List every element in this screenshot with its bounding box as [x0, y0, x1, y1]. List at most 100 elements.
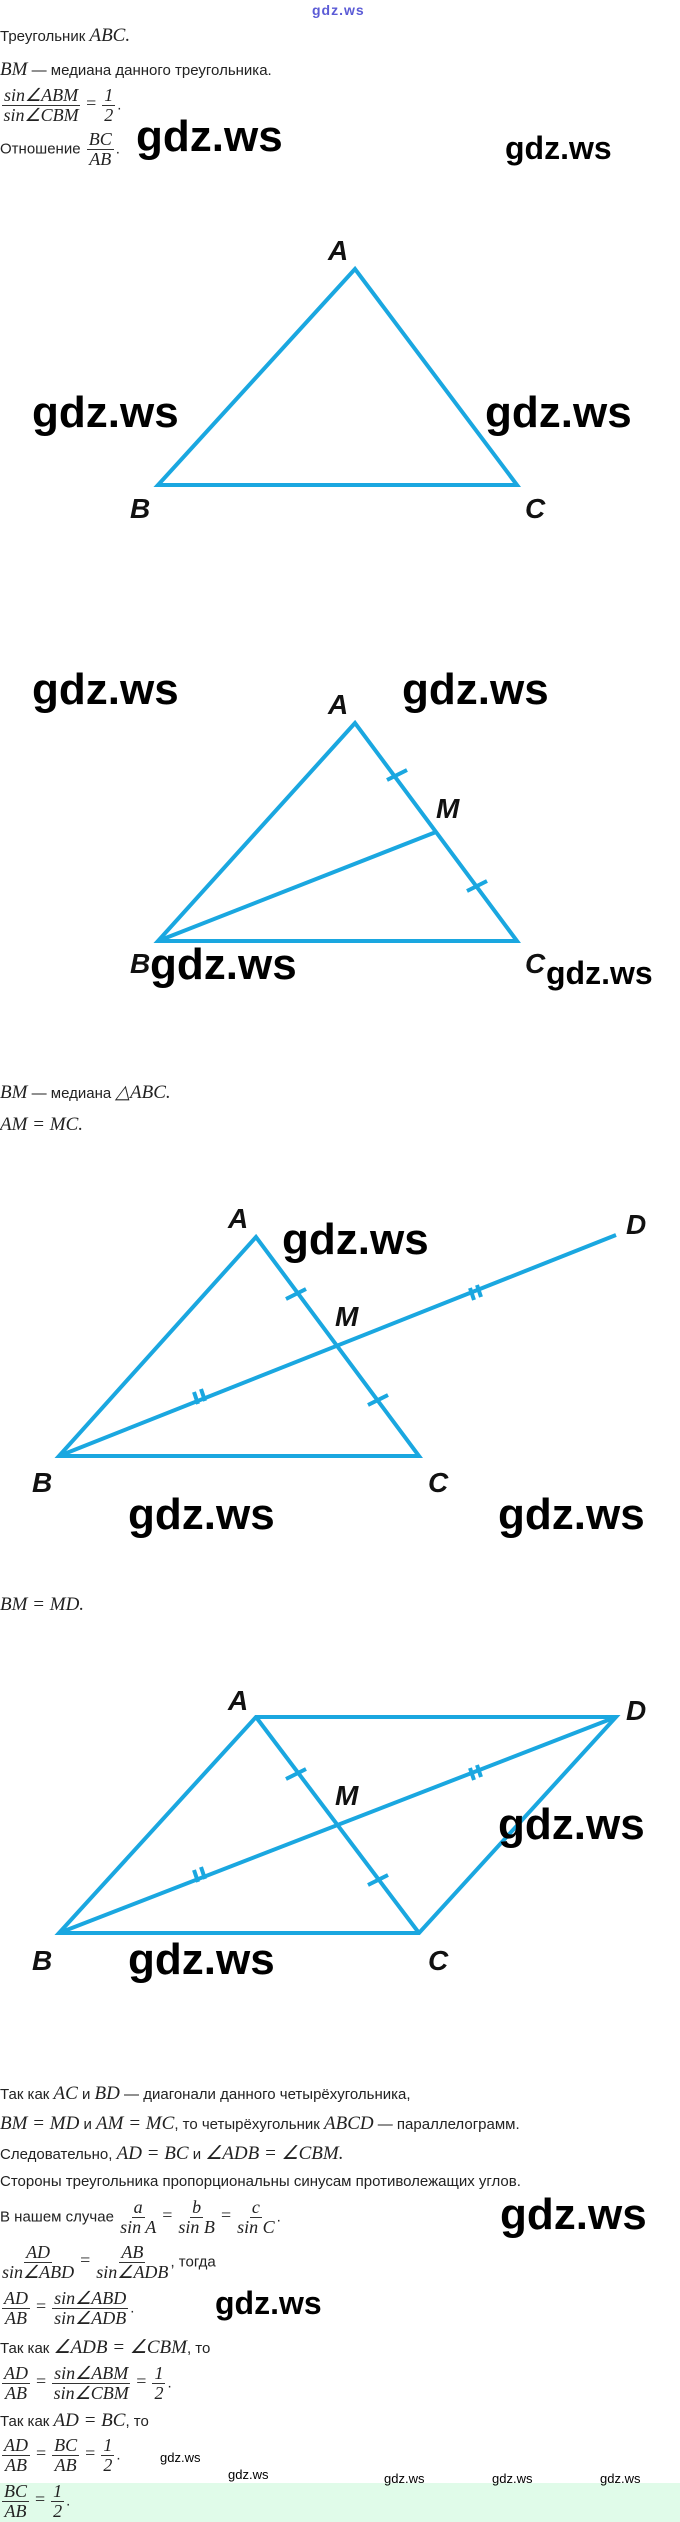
watermark: gdz.ws	[160, 2450, 201, 2465]
den: sin∠ADB	[54, 2308, 127, 2328]
math: BM = MD	[0, 2113, 80, 2134]
den: sin∠ADB	[96, 2262, 169, 2282]
num: sin∠ABM	[2, 85, 81, 106]
den: AB	[89, 149, 112, 169]
watermark: gdz.ws	[546, 955, 653, 991]
den: AB	[54, 2455, 77, 2475]
solution-line-8: Так как ∠ADB = ∠CBM, то	[0, 2338, 210, 2359]
label-c: C	[428, 1467, 449, 1498]
label-d: D	[626, 1209, 646, 1240]
text: — медиана данного треугольника.	[31, 62, 272, 79]
text: и	[81, 2086, 91, 2103]
watermark: gdz.ws	[215, 2285, 322, 2321]
num: AB	[119, 2242, 146, 2263]
tick-marks	[192, 1764, 483, 1887]
watermark: gdz.ws	[505, 130, 612, 166]
num: a	[131, 2197, 145, 2218]
text: Отношение	[0, 140, 81, 158]
bm-md-line: BM = MD.	[0, 1595, 84, 1616]
text: Так как	[0, 2340, 50, 2357]
label-m: M	[335, 1780, 359, 1811]
num: b	[190, 2197, 204, 2218]
num: BC	[86, 129, 114, 150]
math: ABCD	[323, 2113, 374, 2134]
triangle	[54, 1233, 423, 1458]
solution-line-3: Следовательно, AD = BC и ∠ADB = ∠CBM.	[0, 2144, 343, 2165]
text: Следовательно,	[0, 2146, 113, 2163]
figure-median: A M B C	[130, 689, 546, 979]
math: BM	[0, 1082, 28, 1103]
text: , то	[186, 2340, 211, 2357]
den: 2	[154, 2383, 164, 2403]
den: sin∠CBM	[53, 2383, 129, 2403]
math: AC	[53, 2083, 78, 2104]
num: AD	[2, 2435, 30, 2456]
text: В нашем случае	[0, 2208, 114, 2226]
text: , то	[125, 2413, 149, 2430]
triangle	[153, 719, 521, 943]
watermark: gdz.ws	[228, 2467, 269, 2482]
label-a: A	[327, 235, 348, 266]
den: 2	[103, 2455, 113, 2475]
text: и	[83, 2116, 92, 2133]
watermark: gdz.ws	[32, 388, 179, 437]
watermark: gdz.ws	[128, 1935, 275, 1984]
text: — медиана	[31, 1085, 112, 1102]
label-c: C	[525, 948, 546, 979]
watermark: gdz.ws	[282, 1215, 429, 1264]
eq: =	[86, 93, 97, 114]
label-c: C	[428, 1945, 449, 1976]
intro-line-1: Треугольник ABC.	[0, 26, 130, 47]
label-a: A	[327, 689, 348, 720]
median-line: BM — медиана △ABC.	[0, 1083, 171, 1104]
label-d: D	[626, 1695, 646, 1726]
tick-mark	[466, 879, 488, 893]
text: Треугольник	[0, 28, 86, 45]
solution-line-4: Стороны треугольника пропорциональны син…	[0, 2173, 521, 2190]
bottom-band	[0, 2483, 680, 2522]
den: sin∠CBM	[3, 105, 79, 125]
tick-marks	[192, 1284, 483, 1407]
figure-extended-median: A M B C D	[32, 1203, 646, 1498]
segment-bd	[58, 1233, 617, 1458]
den: 2	[104, 105, 114, 125]
num: AD	[2, 2363, 30, 2384]
watermark: gdz.ws	[492, 2471, 533, 2486]
num: 1	[102, 85, 116, 106]
solution-line-2: BM = MD и AM = MC, то четырёхугольник AB…	[0, 2114, 520, 2135]
figure-triangle-abc: A B C	[130, 235, 546, 524]
num: AD	[2, 2288, 30, 2309]
solution-line-10: Так как AD = BC, то	[0, 2411, 149, 2432]
den: 2	[53, 2501, 63, 2521]
figure-parallelogram: A M B C D	[32, 1685, 646, 1976]
label-c: C	[525, 493, 546, 524]
label-a: A	[227, 1203, 248, 1234]
site-logo[interactable]: gdz.ws	[312, 2, 365, 18]
tick-mark	[386, 768, 408, 782]
label-a: A	[227, 1685, 248, 1716]
label-b: B	[32, 1467, 52, 1498]
label-b: B	[130, 493, 150, 524]
watermark: gdz.ws	[498, 1800, 645, 1849]
diagonal-bd	[58, 1715, 617, 1935]
watermark: gdz.ws	[136, 112, 283, 161]
